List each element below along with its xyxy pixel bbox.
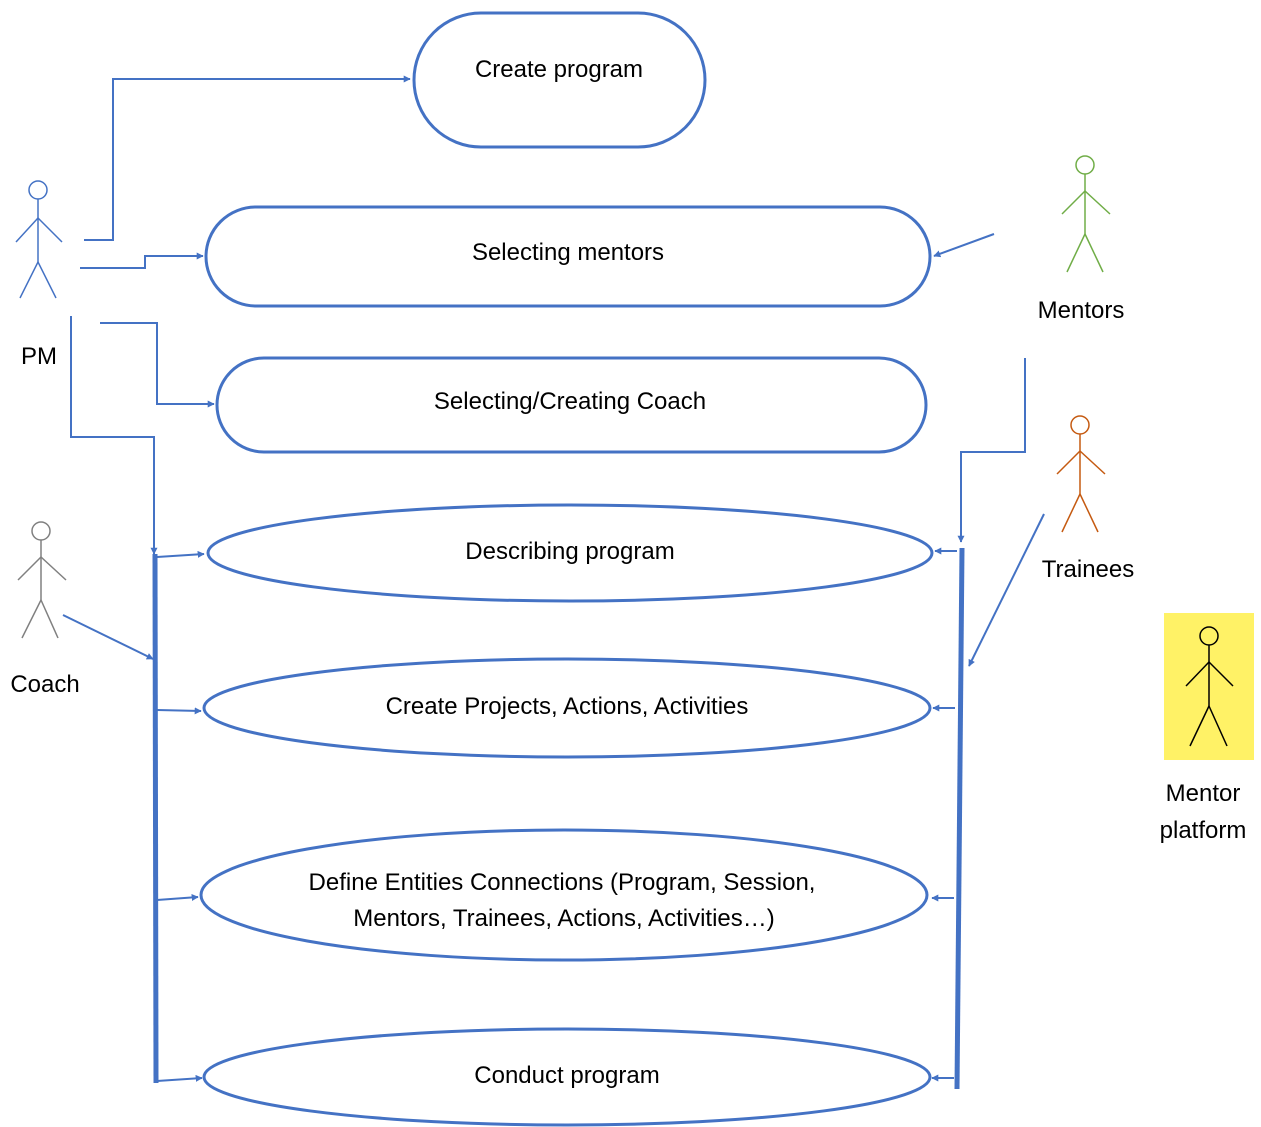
- actor-coach: [17, 521, 67, 639]
- pm-to-create-program-arrow: [84, 75, 411, 241]
- use-case-create-program: Create program: [412, 11, 707, 149]
- use-case-label: Create Projects, Actions, Activities: [386, 693, 749, 720]
- use-case-label-line1: Define Entities Connections (Program, Se…: [309, 869, 816, 896]
- actor-pm: [15, 180, 63, 299]
- actor-mentors-head: [1075, 155, 1095, 175]
- use-case-label: Selecting mentors: [472, 239, 664, 266]
- use-case-label: Describing program: [465, 538, 674, 565]
- mentors-to-bus-arrow: [957, 358, 1026, 543]
- use-case-selecting-coach: Selecting/Creating Coach: [215, 356, 928, 454]
- actor-mentors: [1061, 155, 1111, 273]
- actor-trainees: [1056, 415, 1106, 533]
- actor-pm-head: [28, 180, 48, 200]
- actor-pm-label: PM: [21, 343, 57, 370]
- bus-to-conduct-program-arrow: [156, 1074, 203, 1082]
- right-bus-line: [954, 547, 965, 1090]
- coach-to-bus-arrow: [62, 614, 154, 660]
- use-case-label: Conduct program: [474, 1062, 659, 1089]
- use-case-conduct-program: Conduct program: [202, 1027, 932, 1127]
- actor-mentor-platform-label-line1: Mentor: [1166, 780, 1241, 807]
- pm-to-selecting-mentors-arrow: [80, 252, 204, 269]
- trainees-to-bus-arrow: [968, 513, 1045, 667]
- left-bus-line: [152, 553, 159, 1084]
- actor-coach-label: Coach: [10, 671, 79, 698]
- use-case-define-connections: Define Entities Connections (Program, Se…: [199, 828, 929, 962]
- bus-to-create-projects-arrow: [156, 707, 202, 715]
- actor-coach-head: [31, 521, 51, 541]
- pm-to-bus-arrow: [70, 316, 158, 555]
- use-case-label: Selecting/Creating Coach: [434, 388, 706, 415]
- bus-to-describing-program-arrow: [156, 550, 205, 558]
- use-case-selecting-mentors: Selecting mentors: [204, 205, 932, 308]
- actor-mentor-platform-label-line2: platform: [1160, 817, 1247, 844]
- actor-trainees-head: [1070, 415, 1090, 435]
- mentors-to-selecting-mentors-arrow: [933, 233, 995, 258]
- use-case-create-projects: Create Projects, Actions, Activities: [202, 657, 932, 759]
- actor-mentor-platform: [1164, 613, 1254, 760]
- use-case-describing-program: Describing program: [206, 503, 934, 603]
- pm-to-selecting-coach-arrow: [100, 322, 215, 408]
- actor-trainees-label: Trainees: [1042, 556, 1134, 583]
- use-case-label: Create program: [475, 56, 643, 83]
- actor-mentors-label: Mentors: [1038, 297, 1125, 324]
- bus-to-define-connections-arrow: [156, 893, 199, 901]
- use-case-label-line2: Mentors, Trainees, Actions, Activities…): [353, 905, 775, 932]
